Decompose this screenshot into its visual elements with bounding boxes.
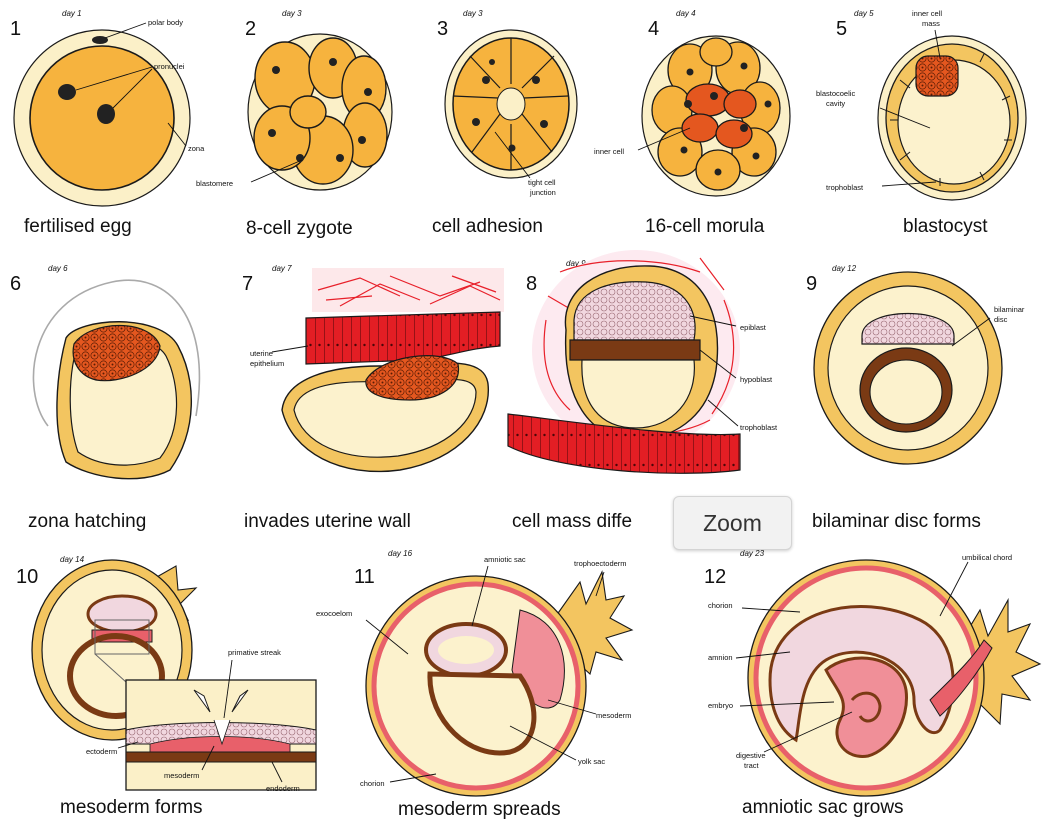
pronucleus-2 bbox=[97, 104, 115, 124]
label-zona: zona bbox=[188, 144, 205, 153]
stage-caption: fertilised egg bbox=[24, 216, 132, 237]
label-chorion: chorion bbox=[708, 601, 733, 610]
stage-caption: cell mass diffe bbox=[512, 511, 632, 532]
stage-6: 6 day 6 zona hatching bbox=[10, 264, 199, 532]
stage-caption: 16-cell morula bbox=[645, 216, 765, 237]
stage-number: 6 bbox=[10, 273, 21, 295]
stage-9: 9 day 12 bilaminar disc bilaminar disc f… bbox=[806, 264, 1025, 532]
label-hypoblast: hypoblast bbox=[740, 375, 773, 384]
pronucleus-1 bbox=[58, 84, 76, 100]
label-digestive: digestive bbox=[736, 751, 766, 760]
label-inner-cell: inner cell bbox=[594, 147, 624, 156]
stage-day: day 3 bbox=[463, 9, 483, 18]
primitive-streak-inset bbox=[126, 680, 316, 790]
zoom-button[interactable]: Zoom bbox=[673, 496, 792, 550]
amnion bbox=[88, 596, 156, 632]
stage-day: day 6 bbox=[48, 264, 68, 273]
stage-5: 5 day 5 inner cell mass blastocoelic cav… bbox=[816, 9, 1026, 237]
label-trophoblast: trophoblast bbox=[740, 423, 778, 432]
stage-10: 10 day 14 primative streak ectoderm meso… bbox=[16, 555, 316, 818]
stage-caption: bilaminar disc forms bbox=[812, 511, 981, 532]
label-amniotic-sac: amniotic sac bbox=[484, 555, 526, 564]
label-pronuclei: pronuclei bbox=[154, 62, 185, 71]
stage-caption: mesoderm spreads bbox=[398, 799, 561, 820]
stage-11: 11 day 16 amniotic sac trophoectoderm ex… bbox=[316, 549, 632, 820]
polar-body bbox=[92, 36, 108, 44]
stage-caption: 8-cell zygote bbox=[246, 218, 353, 239]
amniotic-cavity bbox=[438, 636, 494, 664]
stage-number: 8 bbox=[526, 273, 537, 295]
label-junction: junction bbox=[529, 188, 556, 197]
label-endoderm: endoderm bbox=[266, 784, 300, 793]
label-trophoectoderm: trophoectoderm bbox=[574, 559, 627, 568]
stage-number: 3 bbox=[437, 18, 448, 40]
stage-number: 9 bbox=[806, 273, 817, 295]
stage-caption: invades uterine wall bbox=[244, 511, 411, 532]
hypoblast bbox=[570, 340, 700, 360]
label-disc: disc bbox=[994, 315, 1008, 324]
label-bilaminar: bilaminar bbox=[994, 305, 1025, 314]
stage-number: 12 bbox=[704, 566, 726, 588]
stage-8: 8 day 9 epiblast hypoblast trophoblast c… bbox=[508, 250, 778, 532]
label-embryo: embryo bbox=[708, 701, 733, 710]
label-trophoblast: trophoblast bbox=[826, 183, 864, 192]
label-uterine: uterine bbox=[250, 349, 273, 358]
label-mesoderm: mesoderm bbox=[164, 771, 199, 780]
label-epithelium: epithelium bbox=[250, 359, 284, 368]
label-mass: mass bbox=[922, 19, 940, 28]
stage-day: day 4 bbox=[676, 9, 696, 18]
stage-number: 7 bbox=[242, 273, 253, 295]
label-blastomere: blastomere bbox=[196, 179, 233, 188]
stage-4: 4 day 4 inner cell 16-cell morula bbox=[594, 9, 790, 237]
uterine-epithelium bbox=[306, 312, 500, 364]
stage-day: day 3 bbox=[282, 9, 302, 18]
blastomeres bbox=[254, 38, 387, 184]
label-polar-body: polar body bbox=[148, 18, 183, 27]
label-blastocoelic: blastocoelic bbox=[816, 89, 855, 98]
stage-3: 3 day 3 tight cell junction cell adhesio… bbox=[432, 9, 577, 237]
stage-caption: blastocyst bbox=[903, 216, 988, 237]
label-umbilical-chord: umbilical chord bbox=[962, 553, 1012, 562]
stage-1: 1 day 1 polar body pronuclei zona fertil… bbox=[10, 9, 205, 237]
stage-day: day 7 bbox=[272, 264, 292, 273]
label-inner-cell: inner cell bbox=[912, 9, 942, 18]
stage-caption: cell adhesion bbox=[432, 216, 543, 237]
label-chorion: chorion bbox=[360, 779, 385, 788]
stage-day: day 14 bbox=[60, 555, 85, 564]
stage-day: day 1 bbox=[62, 9, 82, 18]
label-amnion: amnion bbox=[708, 653, 733, 662]
label-epiblast: epiblast bbox=[740, 323, 767, 332]
label-tract: tract bbox=[744, 761, 760, 770]
label-tight-cell: tight cell bbox=[528, 178, 556, 187]
stage-day: day 23 bbox=[740, 549, 765, 558]
label-exocoelom: exocoelom bbox=[316, 609, 352, 618]
stage-number: 11 bbox=[354, 566, 375, 588]
stage-number: 4 bbox=[648, 18, 659, 40]
stage-2: 2 day 3 blastomere 8-cell zygote bbox=[196, 9, 392, 239]
stage-day: day 16 bbox=[388, 549, 413, 558]
yolk-sac-cavity bbox=[870, 360, 942, 424]
stage-caption: mesoderm forms bbox=[60, 797, 203, 818]
stage-day: day 12 bbox=[832, 264, 857, 273]
stage-7: 7 day 7 uterine epithelium invades uteri… bbox=[242, 264, 504, 532]
stage-number: 5 bbox=[836, 18, 847, 40]
central-space bbox=[497, 88, 525, 120]
stage-12: 12 day 23 umbilical chord chorion amnion… bbox=[704, 549, 1040, 818]
stage-number: 1 bbox=[10, 18, 21, 40]
label-mesoderm: mesoderm bbox=[596, 711, 631, 720]
label-yolk-sac: yolk sac bbox=[578, 757, 605, 766]
stage-caption: zona hatching bbox=[28, 511, 146, 532]
stage-day: day 5 bbox=[854, 9, 874, 18]
label-ectoderm: ectoderm bbox=[86, 747, 117, 756]
stage-number: 10 bbox=[16, 566, 38, 588]
label-primative-streak: primative streak bbox=[228, 648, 281, 657]
stage-number: 2 bbox=[245, 18, 256, 40]
label-cavity: cavity bbox=[826, 99, 845, 108]
stage-caption: amniotic sac grows bbox=[742, 797, 904, 818]
inner-cell-mass bbox=[916, 56, 958, 96]
